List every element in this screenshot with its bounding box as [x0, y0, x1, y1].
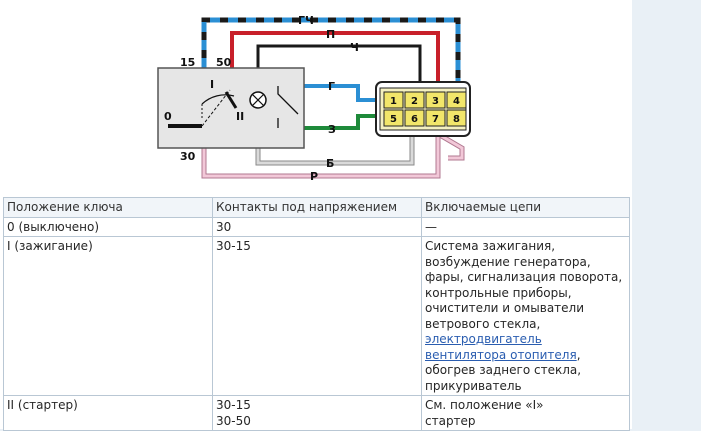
wire-label-p: П [326, 28, 335, 41]
circuits-text: Система зажигания, возбуждение генератор… [425, 239, 623, 331]
terminal-30: 30 [180, 150, 196, 163]
connector-pin-label: 5 [390, 114, 397, 125]
connector-pin-label: 8 [453, 114, 460, 125]
connector-pin-label: 1 [390, 96, 397, 107]
connector-pin-label: 6 [411, 114, 418, 125]
header-circuits: Включаемые цепи [421, 197, 630, 218]
contact-switch-symbol [277, 86, 299, 128]
terminal-15: 15 [180, 56, 195, 69]
lamp-icon [249, 91, 267, 109]
cell-circuits: — [421, 216, 630, 237]
ignition-positions-table: Положение ключа Контакты под напряжением… [3, 197, 630, 431]
connector-pin-7 [425, 109, 446, 127]
connector-pin-5 [383, 109, 404, 127]
wire-label-b: Б [326, 157, 334, 170]
wire-z [300, 114, 378, 130]
wire-b [255, 134, 415, 166]
cell-contacts: 30-15 30-50 [212, 395, 422, 431]
connector-pin-label: 7 [432, 114, 439, 125]
table-row: II (стартер) 30-15 30-50 См. положение «… [3, 395, 630, 431]
connector-pins: 1 2 3 4 5 6 7 8 [383, 91, 467, 127]
cell-contacts: 30-15 [212, 236, 422, 396]
wire-ch [256, 44, 422, 86]
key-arc [201, 94, 235, 105]
wire-g [300, 84, 378, 102]
connector-pin-4 [446, 91, 467, 109]
terminal-50: 50 [216, 56, 232, 69]
wire-label-r: Р [310, 170, 318, 183]
connector-pin-8 [446, 109, 467, 127]
position-0: 0 [164, 110, 172, 123]
header-key-position: Положение ключа [3, 197, 213, 218]
ignition-switch-diagram: ГЧ П Ч Г З Б Р 15 50 30 0 I II 1 2 3 4 5 6 7 8 [140, 8, 490, 186]
cell-position: I (зажигание) [3, 236, 213, 396]
connector-pin-3 [425, 91, 446, 109]
switch-body [157, 67, 305, 149]
cell-circuits: Система зажигания, возбуждение генератор… [421, 236, 630, 396]
position-2: II [236, 110, 244, 123]
contact-line: 30 [216, 219, 232, 234]
header-contacts: Контакты под напряжением [212, 197, 422, 218]
heater-fan-motor-link[interactable]: электродвигатель вентилятора отопителя [425, 332, 577, 362]
position-1: I [210, 78, 214, 91]
circuits-text: — [425, 219, 437, 234]
connector-pin-1 [383, 91, 404, 109]
table-row: I (зажигание) 30-15 Система зажигания, в… [3, 236, 630, 396]
contact-line: 30-50 [216, 413, 251, 428]
contact-line: 30-15 [216, 239, 251, 253]
table-header-row: Положение ключа Контакты под напряжением… [3, 197, 630, 218]
connector-pin-label: 4 [453, 96, 460, 107]
cell-circuits: См. положение «I» стартер [421, 395, 630, 431]
connector-pin-2 [404, 91, 425, 109]
table-row: 0 (выключено) 30 — [3, 216, 630, 237]
wire-label-ch: Ч [350, 41, 359, 54]
circuits-text-after: стартер [425, 413, 476, 428]
wire-label-z: З [328, 123, 336, 136]
connector-pin-label: 3 [432, 96, 439, 107]
cell-position: 0 (выключено) [3, 216, 213, 237]
circuits-text-after: , обогрев заднего стекла, прикуриватель [425, 347, 582, 393]
connector-pin-label: 2 [411, 96, 418, 107]
wire-label-gch: ГЧ [298, 14, 314, 27]
wiring-diagram-svg: ГЧ П Ч Г З Б Р 15 50 30 0 I II 1 2 3 4 5 6 7 8 [157, 14, 471, 183]
cell-position: II (стартер) [3, 395, 213, 431]
contact-line: 30-15 [216, 398, 251, 412]
cell-contacts: 30 [212, 216, 422, 237]
connector-pin-6 [404, 109, 425, 127]
wire-label-g: Г [328, 80, 335, 93]
circuits-text: См. положение «I» [425, 398, 544, 412]
connector-block [375, 81, 471, 137]
